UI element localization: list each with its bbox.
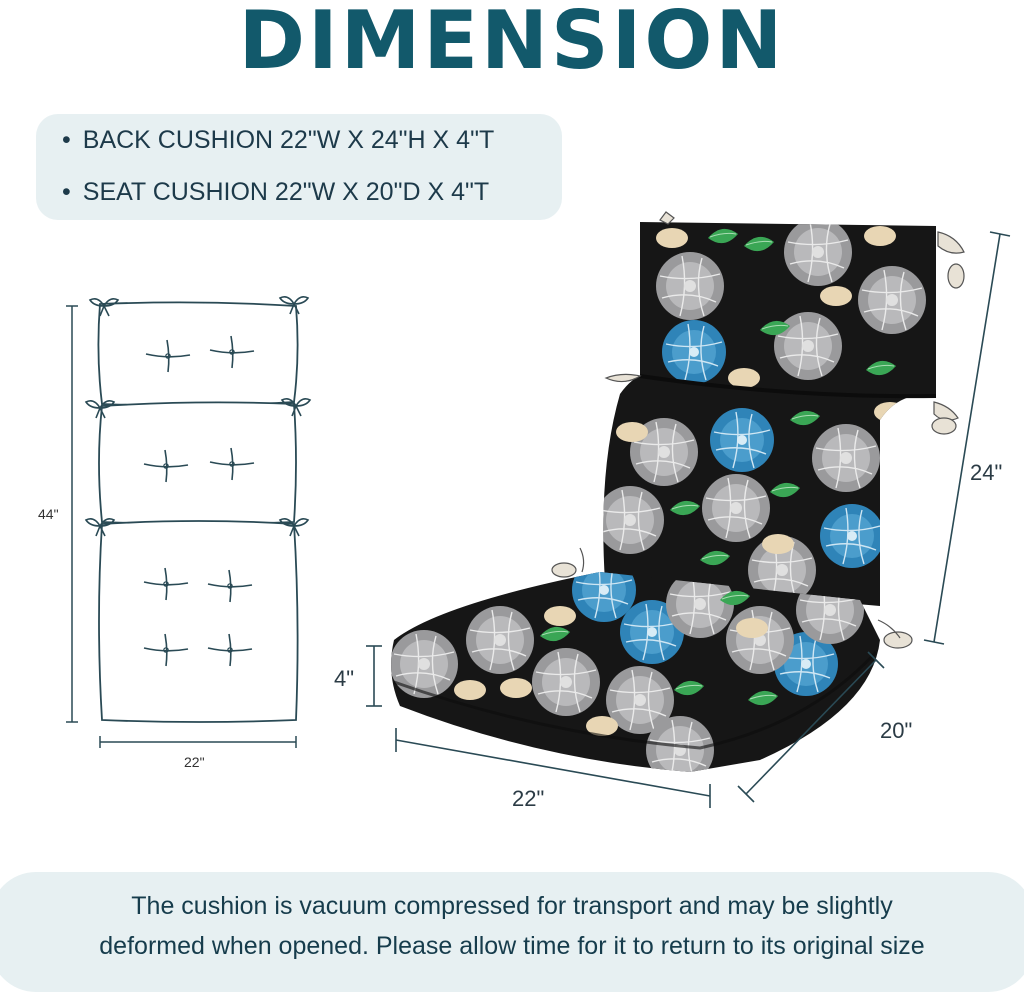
seat-depth-dimension (737, 651, 885, 803)
flat-width-label: 22" (184, 754, 205, 770)
spec-text: BACK CUSHION 22"W X 24"H X 4"T (82, 126, 495, 154)
thickness-label: 4" (334, 666, 355, 691)
flat-height-dimension (66, 305, 78, 723)
flat-cushion-outline (85, 296, 311, 723)
back-height-dimension (923, 231, 1011, 645)
specs-panel: • BACK CUSHION 22"W X 24"H X 4"T • SEAT CU… (36, 114, 562, 220)
compression-note-panel: The cushion is vacuum compressed for tra… (0, 872, 1024, 992)
seat-width-dimension (395, 728, 711, 808)
page-title: DIMENSION (238, 0, 786, 87)
seat-width-label: 22" (512, 786, 545, 811)
flat-height-label: 44" (38, 506, 59, 522)
chair-cushion-image (391, 211, 965, 772)
back-height-label: 24" (970, 460, 1003, 485)
spec-back-cushion: • BACK CUSHION 22"W X 24"H X 4"T (62, 126, 494, 155)
spec-seat-cushion: • SEAT CUSHION 22"W X 20"D X 4"T (62, 178, 489, 207)
thickness-dimension (366, 645, 382, 707)
bullet: • (62, 126, 71, 154)
bullet: • (62, 178, 71, 206)
note-line-1: The cushion is vacuum compressed for tra… (131, 892, 893, 920)
note-line-2: deformed when opened. Please allow time … (99, 932, 925, 960)
flat-width-dimension (99, 736, 297, 748)
spec-text: SEAT CUSHION 22"W X 20"D X 4"T (82, 178, 490, 206)
seat-depth-label: 20" (880, 718, 913, 743)
